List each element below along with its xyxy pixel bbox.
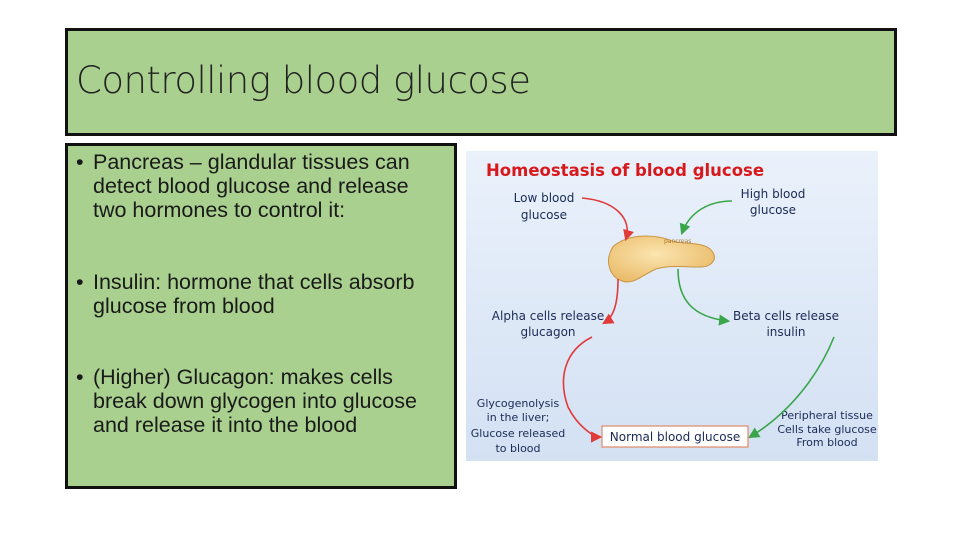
bullet-marker: • xyxy=(76,150,84,174)
diagram-title: Homeostasis of blood glucose xyxy=(486,161,764,180)
pancreas-label: pancreas xyxy=(664,238,691,245)
bullet-insulin: • Insulin: hormone that cells absorb glu… xyxy=(76,270,444,318)
slide-title: Controlling blood glucose xyxy=(76,59,531,102)
red-arrows xyxy=(562,197,634,443)
label-low-glucose: glucose xyxy=(521,208,567,222)
normal-glucose-box xyxy=(601,425,749,448)
label-glucose-released: Glucose released xyxy=(471,427,565,440)
label-peripheral-tissue: Peripheral tissue xyxy=(781,409,873,422)
label-high-glucose: glucose xyxy=(750,203,796,217)
label-normal-glucose: Normal blood glucose xyxy=(610,430,740,444)
green-arrows xyxy=(677,200,835,439)
diagram-background xyxy=(466,151,878,461)
label-glucagon: glucagon xyxy=(520,325,575,339)
label-low-blood: Low blood xyxy=(514,191,575,205)
label-from-blood: From blood xyxy=(796,436,857,449)
bullet-pancreas: • Pancreas – glandular tissues can detec… xyxy=(76,150,444,222)
label-glycogenolysis: Glycogenolysis xyxy=(477,397,560,410)
label-to-blood: to blood xyxy=(495,442,540,455)
bullet-glucagon: • (Higher) Glucagon: makes cells break d… xyxy=(76,365,444,437)
bullet-marker: • xyxy=(76,365,84,389)
homeostasis-diagram: Homeostasis of blood glucose Low blood g… xyxy=(466,151,878,461)
bullet-marker: • xyxy=(76,270,84,294)
title-box: Controlling blood glucose xyxy=(65,28,897,136)
bullet-text: Insulin: hormone that cells absorb gluco… xyxy=(93,270,415,318)
pancreas-icon: pancreas xyxy=(608,235,715,283)
label-high-blood: High blood xyxy=(741,187,806,201)
label-beta-cells: Beta cells release xyxy=(733,309,839,323)
label-insulin: insulin xyxy=(766,325,805,339)
bullets-box: • Pancreas – glandular tissues can detec… xyxy=(65,143,457,489)
label-alpha-cells: Alpha cells release xyxy=(492,309,604,323)
bullet-text: Pancreas – glandular tissues can detect … xyxy=(93,150,410,222)
bullet-text: (Higher) Glucagon: makes cells break dow… xyxy=(93,365,417,437)
label-cells-take: Cells take glucose xyxy=(777,423,877,436)
label-in-liver: in the liver; xyxy=(487,411,550,424)
